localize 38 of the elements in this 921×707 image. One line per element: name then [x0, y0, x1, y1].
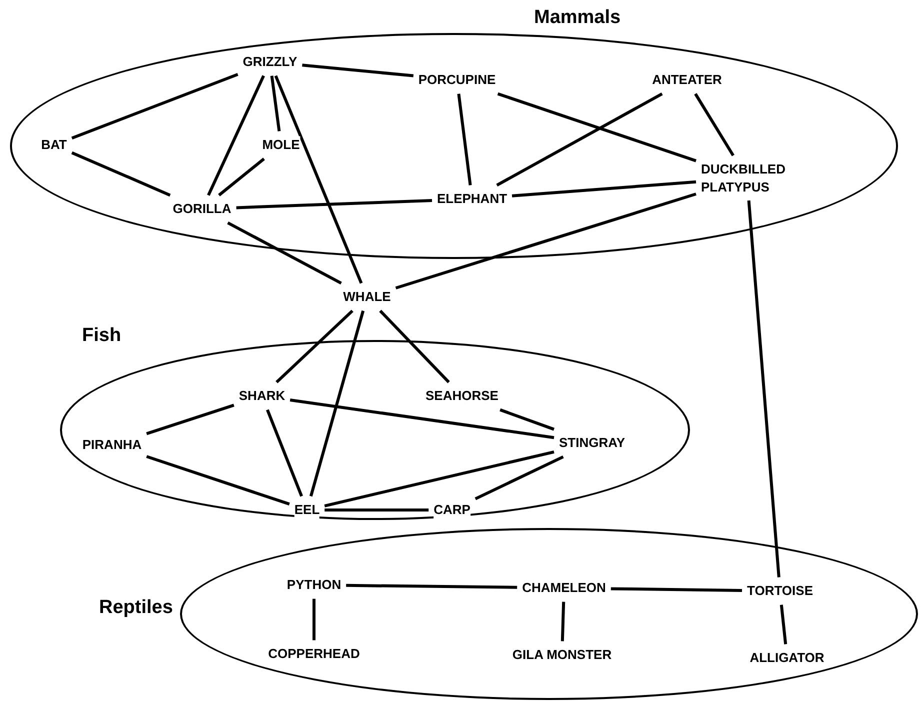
- group-ellipse: [10, 33, 898, 259]
- connector-line: [512, 180, 696, 198]
- connector-line: [457, 94, 472, 186]
- group-ellipse: [60, 340, 690, 520]
- connector-line: [560, 602, 566, 642]
- connector-line: [227, 221, 342, 285]
- connector-line: [290, 398, 554, 440]
- connector-line: [207, 75, 265, 196]
- connector-line: [71, 151, 171, 197]
- connector-line: [302, 64, 414, 78]
- connector-line: [270, 76, 281, 132]
- connector-line: [610, 587, 742, 592]
- group-ellipse: [180, 528, 918, 700]
- connector-line: [500, 408, 555, 431]
- connector-line: [496, 92, 663, 187]
- connector-line: [379, 310, 450, 384]
- connector-line: [71, 73, 238, 140]
- connector-line: [395, 192, 696, 290]
- connector-line: [694, 93, 734, 156]
- connector-line: [324, 450, 554, 508]
- connector-line: [146, 404, 234, 436]
- connector-line: [218, 158, 265, 196]
- group-title: Reptiles: [98, 598, 174, 617]
- connector-line: [274, 75, 363, 284]
- connector-line: [497, 92, 696, 162]
- connector-line: [309, 310, 365, 497]
- connector-line: [324, 508, 429, 512]
- connector-line: [266, 409, 303, 497]
- connector-line: [276, 310, 354, 384]
- connector-line: [236, 199, 432, 210]
- connector-line: [346, 584, 518, 589]
- connector-line: [747, 200, 780, 578]
- connector-line: [312, 598, 316, 640]
- connector-line: [146, 455, 290, 506]
- group-title: Mammals: [533, 8, 622, 27]
- connector-line: [474, 455, 564, 500]
- group-title: Fish: [81, 326, 122, 345]
- connector-line: [780, 604, 788, 644]
